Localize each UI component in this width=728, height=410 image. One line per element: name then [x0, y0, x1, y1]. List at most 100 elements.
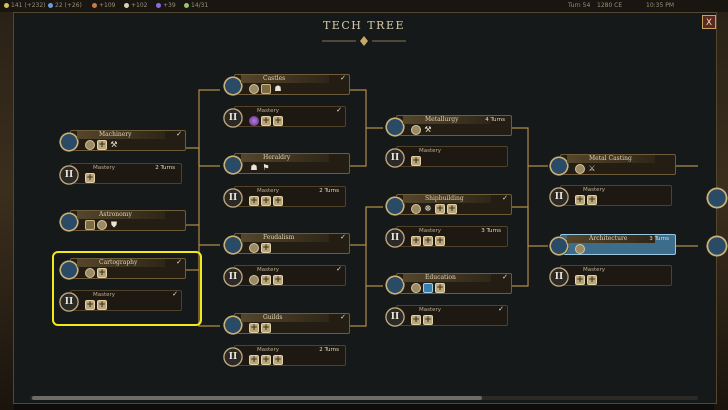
tech-machinery[interactable]: Machinery ✓ ⚒ — [59, 130, 186, 152]
unlock-plus-icon — [97, 300, 107, 310]
map-edge-left — [0, 12, 14, 410]
unlock-plus-icon — [575, 195, 585, 205]
tech-guilds[interactable]: Guilds ✓ — [223, 313, 350, 335]
unlock-plus-icon — [435, 283, 445, 293]
mastery-architecture[interactable]: II Mastery — [549, 265, 672, 287]
machinery-badge-icon — [59, 132, 79, 152]
unlock-building-icon — [261, 84, 271, 94]
researched-check-icon: ✓ — [336, 265, 342, 273]
heraldry-badge-icon — [223, 155, 243, 175]
researched-check-icon: ✓ — [340, 313, 346, 321]
unlock-plus-icon — [587, 275, 597, 285]
turn-counter: Turn 54 — [568, 2, 591, 9]
tech-tree-panel — [13, 12, 717, 404]
mastery-roman-icon: II — [223, 188, 243, 208]
unlock-plus-icon — [273, 275, 283, 285]
feudalism-badge-icon — [223, 235, 243, 255]
unlock-plus-icon — [85, 173, 95, 183]
unlock-plus-icon — [273, 116, 283, 126]
close-button[interactable]: X — [702, 15, 716, 29]
tech-heraldry[interactable]: Heraldry ☗⚑ — [223, 153, 350, 175]
unlock-plus-icon — [249, 323, 259, 333]
next-tech-node[interactable] — [706, 187, 728, 209]
unlock-plus-icon — [261, 116, 271, 126]
unlock-plus-icon — [261, 323, 271, 333]
unlock-plus-icon — [97, 268, 107, 278]
unlock-plus-icon — [435, 236, 445, 246]
unlock-plus-icon — [261, 275, 271, 285]
guilds-badge-icon — [223, 315, 243, 335]
tech-castles[interactable]: Castles ✓ ☗ — [223, 74, 350, 96]
unlock-plus-icon — [261, 243, 271, 253]
tech-feudalism[interactable]: Feudalism ✓ — [223, 233, 350, 255]
mastery-machinery[interactable]: II Mastery 2 Turns — [59, 163, 182, 185]
mastery-roman-icon: II — [223, 347, 243, 367]
unlock-weapon-icon: ⚔ — [588, 164, 596, 173]
influence-icon — [156, 3, 161, 8]
mastery-guilds[interactable]: II Mastery 2 Turns — [223, 345, 346, 367]
unlock-plus-icon — [575, 275, 585, 285]
unlock-plus-icon — [249, 196, 259, 206]
unlock-building-icon — [85, 220, 95, 230]
mastery-cartography[interactable]: II Mastery ✓ — [59, 290, 182, 312]
tech-education[interactable]: Education ✓ — [385, 273, 512, 295]
unlock-ability-icon: ☗ — [274, 84, 282, 93]
unlock-unit-icon — [411, 204, 421, 214]
unlock-ability-icon: ⚒ — [424, 125, 432, 134]
unlock-plus-icon — [261, 355, 271, 365]
culture-stat: +102 — [124, 0, 147, 12]
horizontal-scrollbar[interactable] — [30, 396, 698, 400]
unlock-banner-icon: ⚑ — [262, 163, 270, 172]
production-icon — [92, 3, 97, 8]
unlock-plus-icon — [261, 196, 271, 206]
mastery-roman-icon: II — [385, 148, 405, 168]
next-tech-node[interactable] — [706, 235, 728, 257]
mastery-roman-icon: II — [59, 165, 79, 185]
unlock-ability-icon: ☸ — [424, 204, 432, 213]
settlement-icon — [184, 3, 189, 8]
unlock-plus-icon — [423, 315, 433, 325]
mastery-roman-icon: II — [223, 267, 243, 287]
researched-check-icon: ✓ — [498, 305, 504, 313]
mastery-castles[interactable]: II Mastery ✓ — [223, 106, 346, 128]
tech-cartography[interactable]: Cartography ✓ — [59, 258, 186, 280]
culture-icon — [124, 3, 129, 8]
unlock-building-icon — [423, 283, 433, 293]
scrollbar-thumb[interactable] — [32, 396, 482, 400]
mastery-shipbuilding[interactable]: II Mastery 3 Turns — [385, 226, 508, 248]
researched-check-icon: ✓ — [340, 74, 346, 82]
mastery-metal-casting[interactable]: II Mastery — [549, 185, 672, 207]
mastery-education[interactable]: II Mastery ✓ — [385, 305, 508, 327]
mastery-heraldry[interactable]: II Mastery 2 Turns — [223, 186, 346, 208]
mastery-roman-icon: II — [385, 307, 405, 327]
unlock-unit-icon — [249, 275, 259, 285]
tech-architecture[interactable]: Architecture 3 Turns — [549, 234, 676, 256]
mastery-roman-icon: II — [223, 108, 243, 128]
unlock-plus-icon — [249, 355, 259, 365]
tech-metal-casting[interactable]: Metal Casting ⚔ — [549, 154, 676, 176]
unlock-plus-icon — [273, 355, 283, 365]
unlock-shield-icon: ⛊ — [111, 220, 117, 229]
researched-check-icon: ✓ — [172, 290, 178, 298]
unlock-plus-icon — [273, 196, 283, 206]
mastery-roman-icon: II — [385, 228, 405, 248]
mastery-roman-icon: II — [549, 267, 569, 287]
tech-astronomy[interactable]: Astronomy ⛊ — [59, 210, 186, 232]
mastery-feudalism[interactable]: II Mastery ✓ — [223, 265, 346, 287]
gold-stat: 141 (+232) — [4, 0, 46, 12]
researched-check-icon: ✓ — [176, 258, 182, 266]
unlock-unit-icon — [575, 164, 585, 174]
tech-metallurgy[interactable]: Metallurgy 4 Turns ⚒ — [385, 115, 512, 137]
unlock-plus-icon — [435, 204, 445, 214]
astronomy-badge-icon — [59, 212, 79, 232]
researched-check-icon: ✓ — [336, 106, 342, 114]
mastery-metallurgy[interactable]: II Mastery — [385, 146, 508, 168]
researched-check-icon: ✓ — [340, 233, 346, 241]
title-ornament — [322, 36, 406, 46]
education-badge-icon — [385, 275, 405, 295]
unlock-plus-icon — [447, 204, 457, 214]
unlock-unit-icon — [97, 220, 107, 230]
tech-shipbuilding[interactable]: Shipbuilding ✓ ☸ — [385, 194, 512, 216]
unlock-plus-icon — [97, 140, 107, 150]
